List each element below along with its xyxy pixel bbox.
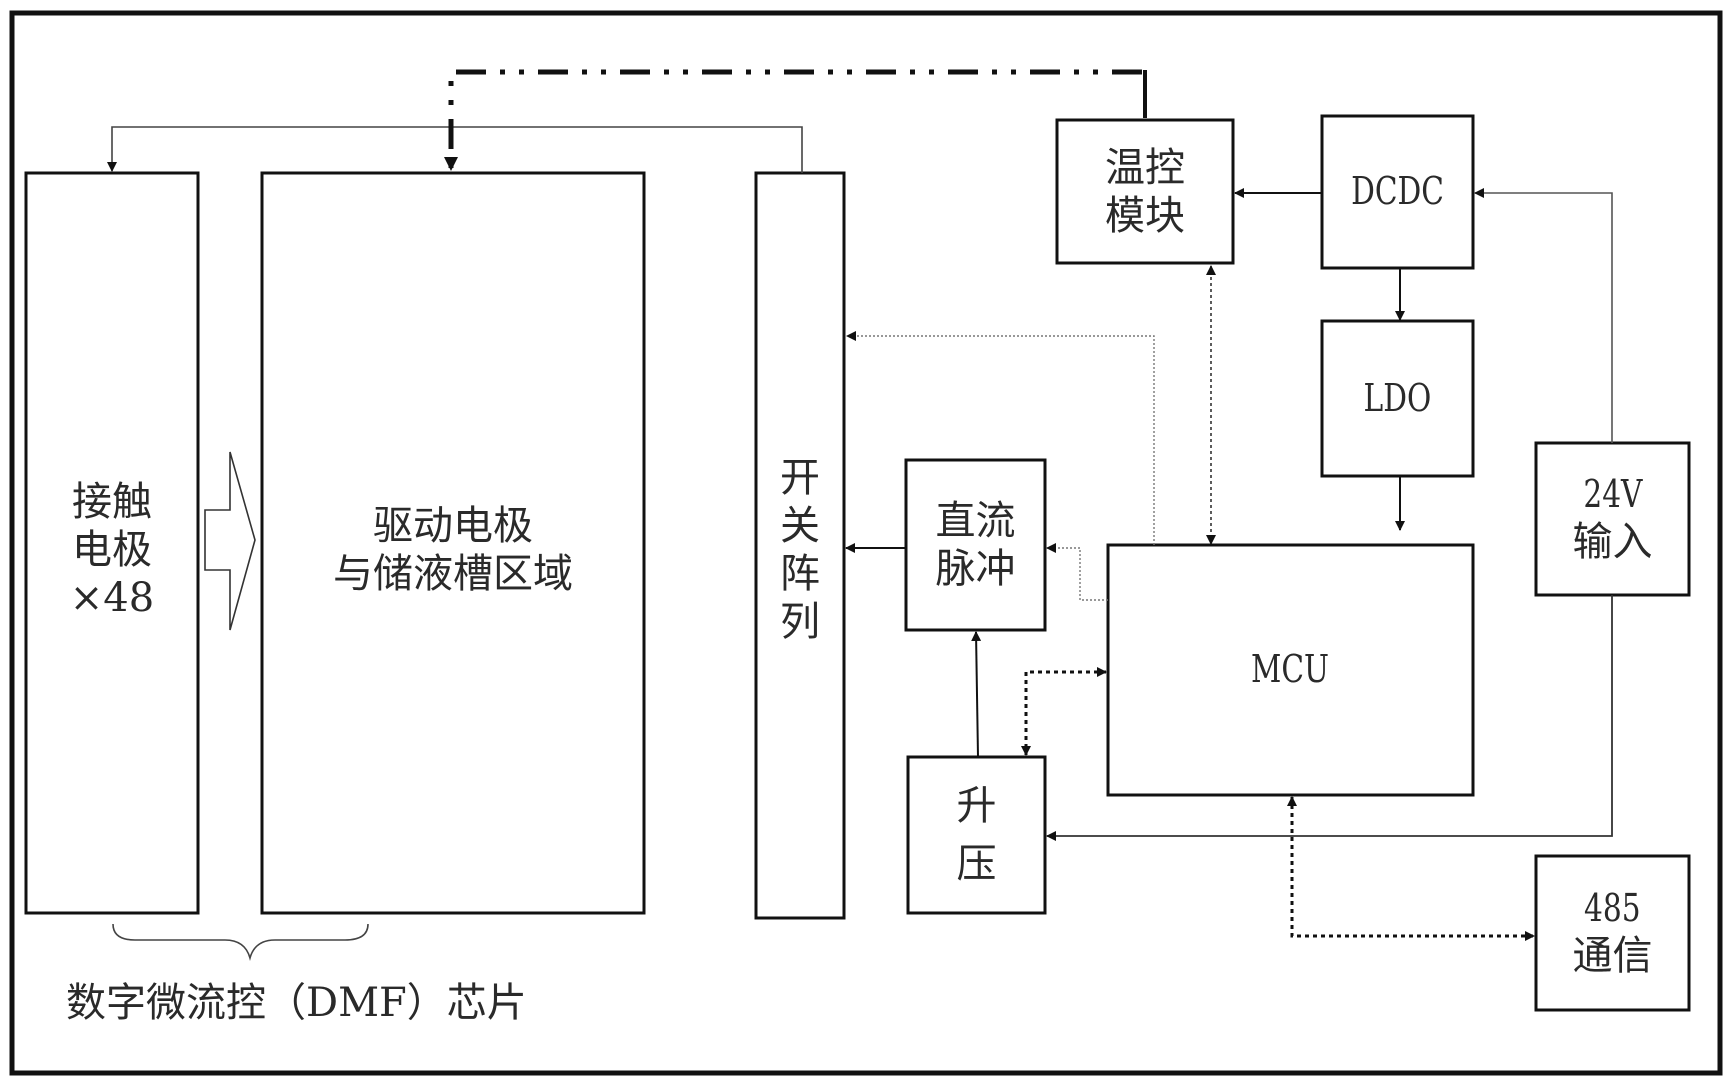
temp-control-line-2: 模块 (1105, 192, 1185, 239)
input-24v-line-2: 输入 (1572, 518, 1653, 565)
input-to-boost-line (1046, 595, 1613, 841)
dcdc-text: DCDC (1351, 169, 1444, 214)
drive-region-line-2: 与储液槽区域 (333, 551, 573, 597)
temp-control-label: 温控 模块 (1057, 120, 1233, 263)
comm-485-line-2: 通信 (1572, 932, 1653, 979)
boost-line-1: 升 (956, 783, 997, 829)
temp-to-drive-line (444, 69, 1142, 171)
input-to-dcdc-line (1474, 188, 1613, 443)
ldo-block (1320, 319, 1475, 478)
mcu-to-dcpulse-dotted (1046, 543, 1108, 601)
mcu-boost-dotted (1021, 667, 1107, 756)
hollow-block-arrow (204, 451, 256, 631)
contact-electrode-line-1: 接触 (72, 479, 152, 525)
mcu-block (1106, 543, 1475, 797)
boost-label: 升 压 (908, 757, 1045, 913)
chip-brace (112, 923, 369, 961)
input-24v-line-1: 24V (1582, 472, 1643, 517)
switch-array-char-3: 阵 (780, 551, 820, 597)
dc-pulse-block (904, 458, 1047, 632)
input-24v-label: 24V 输入 (1536, 443, 1689, 595)
contact-electrode-line-3: ×48 (69, 575, 155, 621)
drive-region-label: 驱动电极 与储液槽区域 (262, 490, 644, 610)
dc-pulse-line-2: 脉冲 (935, 546, 1016, 592)
drive-region-line-1: 驱动电极 (373, 503, 533, 549)
dc-pulse-line-1: 直流 (935, 498, 1016, 544)
contact-electrode-label: 接触 电极 ×48 (26, 460, 198, 640)
mcu-to-switch-dotted (846, 331, 1155, 545)
mcu-text: MCU (1251, 647, 1330, 692)
mcu-485-dotted (1287, 796, 1535, 941)
contact-electrode-line-2: 电极 (72, 527, 152, 573)
switch-array-block (754, 171, 846, 920)
boost-to-dcpulse-arrow (971, 631, 982, 758)
dcdc-label: DCDC (1322, 116, 1473, 268)
boost-line-2: 压 (956, 841, 997, 887)
chip-caption: 数字微流控（DMF）芯片 (66, 980, 527, 1026)
contact-electrode-block (24, 171, 200, 915)
temp-control-line-1: 温控 (1105, 144, 1185, 191)
outer-frame (9, 10, 1723, 1076)
ldo-label: LDO (1322, 321, 1473, 476)
temp-control-block (1055, 118, 1235, 265)
drive-region-block (260, 171, 646, 915)
comm-485-line-1: 485 (1584, 886, 1641, 931)
switch-array-char-2: 关 (780, 503, 820, 549)
comm-485-block (1534, 854, 1691, 1012)
switch-to-contact-line (107, 126, 803, 173)
boost-block (906, 755, 1047, 915)
switch-array-char-1: 开 (780, 455, 820, 501)
dc-pulse-label: 直流 脉冲 (906, 460, 1045, 630)
switch-array-label: 开 关 阵 列 (756, 430, 844, 670)
ldo-text: LDO (1363, 375, 1432, 420)
comm-485-label: 485 通信 (1536, 856, 1689, 1010)
switch-array-char-4: 列 (780, 599, 820, 645)
mcu-label: MCU (1108, 545, 1473, 795)
